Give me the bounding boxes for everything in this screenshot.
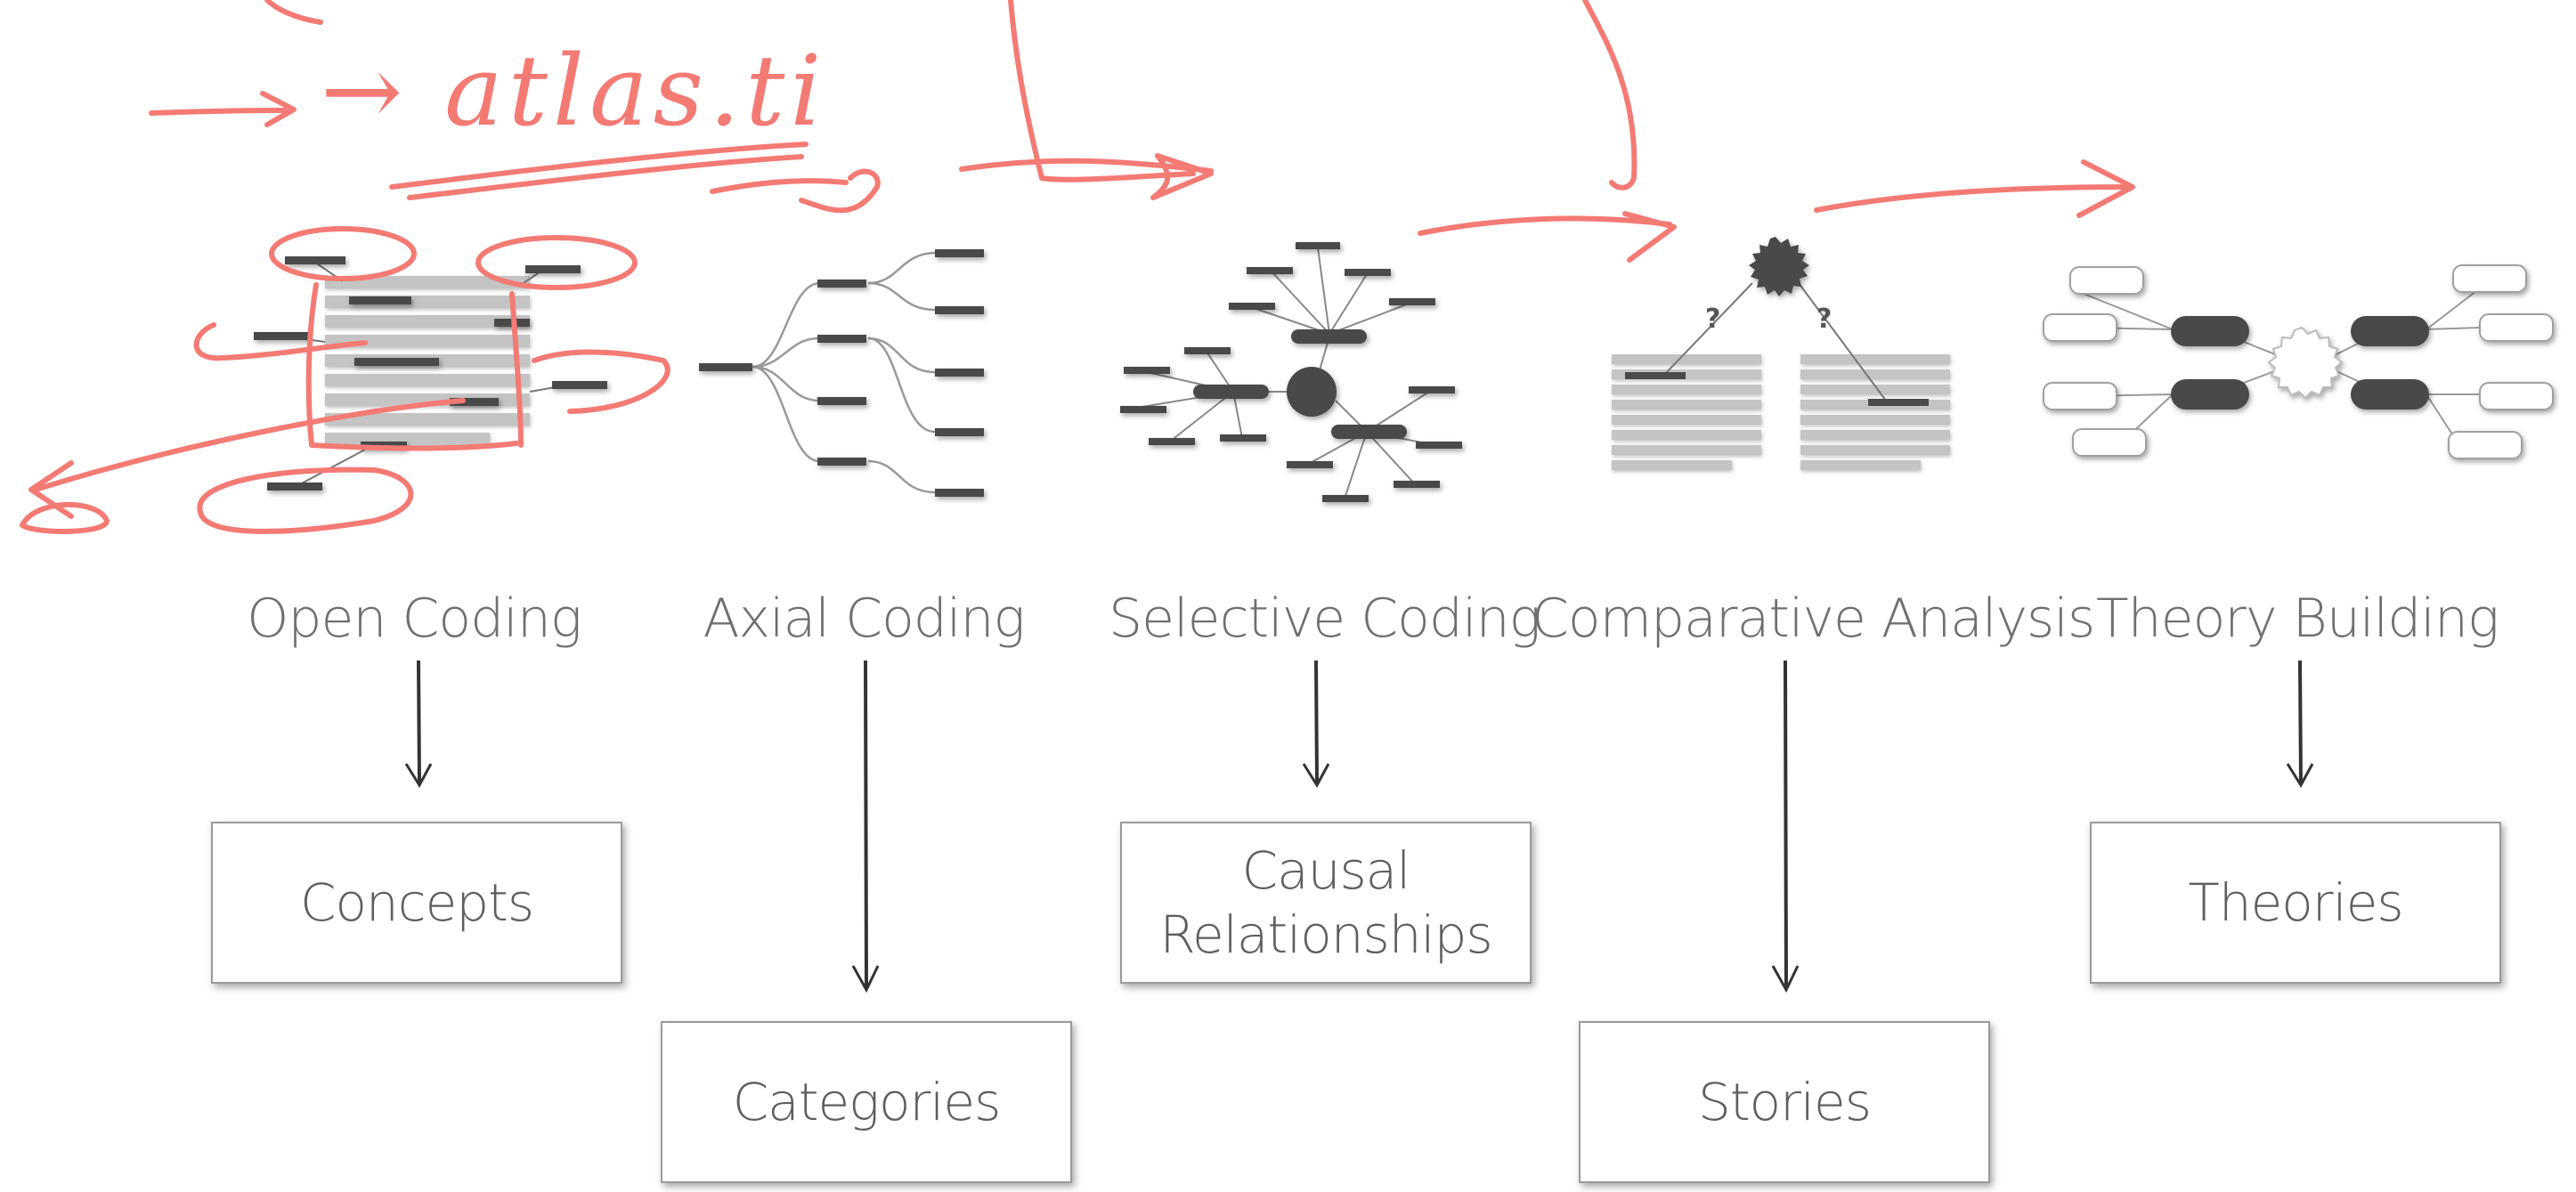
svg-text:?: ? <box>1705 304 1720 335</box>
stage-label-axial-coding: Axial Coding <box>703 588 1025 650</box>
output-box-concepts: Concepts <box>211 822 622 984</box>
down-arrow-theory-building <box>2286 660 2314 788</box>
selective-coding-icon <box>1120 242 1462 502</box>
output-label-concepts: Concepts <box>299 872 534 933</box>
stage-label-selective-coding: Selective Coding <box>1109 588 1541 650</box>
theory-building-icon <box>2043 264 2554 459</box>
output-label-causal-line1: Causal <box>1241 839 1411 901</box>
down-arrow-axial-coding <box>851 660 880 993</box>
sun-node-icon <box>2267 326 2344 400</box>
stage-label-open-coding: Open Coding <box>247 588 582 650</box>
output-label-causal-line2: Relationships <box>1159 904 1492 965</box>
comparative-analysis-icon: ? ? <box>1612 237 1950 470</box>
axial-coding-icon <box>699 249 984 497</box>
down-arrow-selective-coding <box>1302 660 1330 788</box>
svg-text:?: ? <box>1816 304 1832 335</box>
output-box-theories: Theories <box>2090 822 2501 984</box>
output-label-theories: Theories <box>2188 872 2403 933</box>
output-label-stories: Stories <box>1698 1071 1872 1132</box>
stage-label-theory-building: Theory Building <box>2096 588 2499 650</box>
down-arrow-comparative-analysis <box>1771 660 1800 993</box>
output-label-categories: Categories <box>732 1071 1002 1132</box>
gear-icon <box>1749 237 1809 296</box>
open-coding-icon <box>254 256 607 491</box>
down-arrow-open-coding <box>404 660 433 788</box>
output-box-stories: Stories <box>1579 1021 1990 1183</box>
stage-label-comparative-analysis: Comparative Analysis <box>1532 588 2095 650</box>
output-box-causal-relationships: Causal Relationships <box>1120 822 1532 984</box>
output-box-categories: Categories <box>661 1021 1072 1183</box>
